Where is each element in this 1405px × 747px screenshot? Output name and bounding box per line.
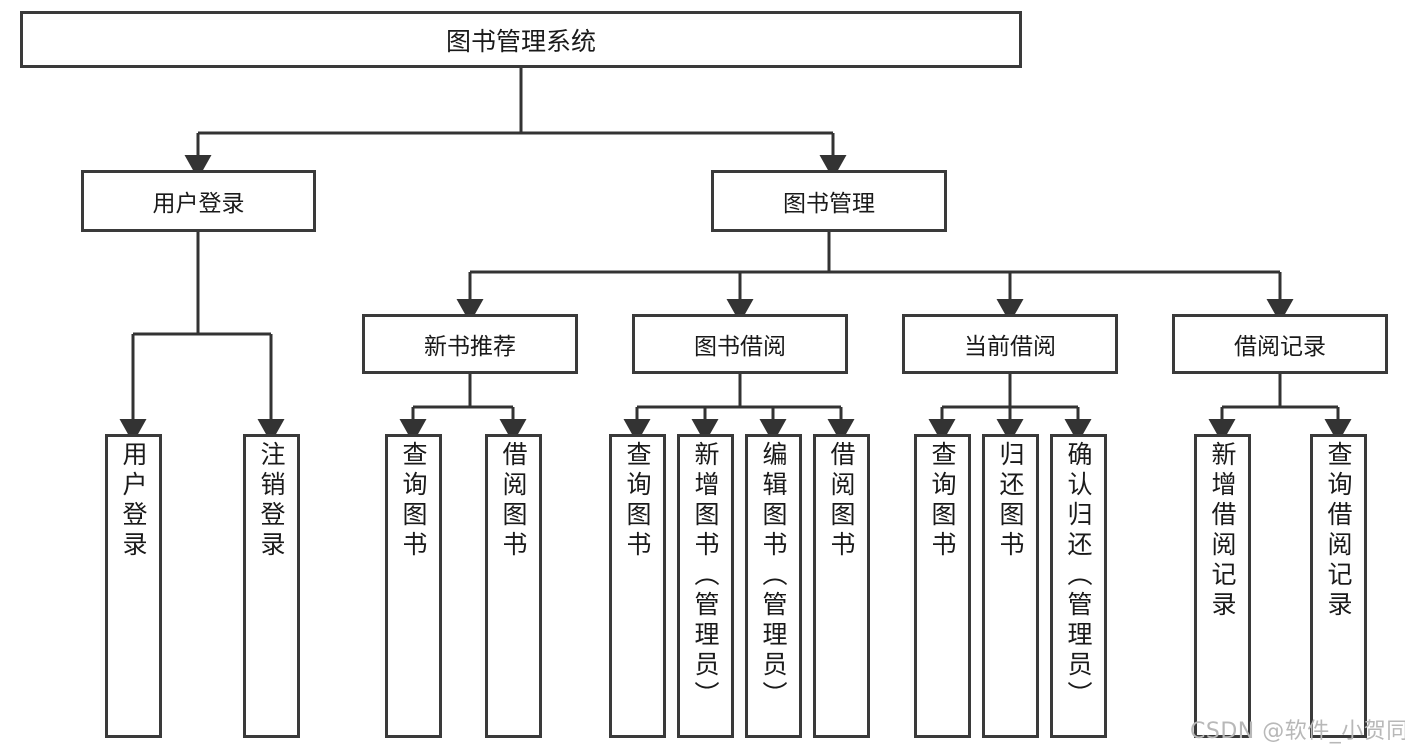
leaf-label: 注销登录 [257, 441, 286, 561]
node-book-borrow-label: 图书借阅 [694, 334, 786, 360]
node-borrow-record-label: 借阅记录 [1234, 334, 1326, 360]
node-user-login[interactable]: 用户登录 [81, 170, 316, 232]
leaf-record-add[interactable]: 新增借阅记录 [1194, 434, 1251, 738]
leaf-label: 确认归还（管理员） [1064, 441, 1093, 711]
leaf-user-login-login[interactable]: 用户登录 [105, 434, 162, 738]
leaf-record-query[interactable]: 查询借阅记录 [1310, 434, 1367, 738]
leaf-borrow-add-book[interactable]: 新增图书（管理员） [677, 434, 734, 738]
leaf-label: 查询图书 [399, 441, 428, 561]
node-root-label: 图书管理系统 [445, 26, 596, 56]
leaf-borrow-query[interactable]: 查询图书 [609, 434, 666, 738]
leaf-current-query[interactable]: 查询图书 [914, 434, 971, 738]
node-book-management-label: 图书管理 [783, 191, 875, 217]
leaf-user-login-logout[interactable]: 注销登录 [243, 434, 300, 738]
leaf-label: 归还图书 [996, 441, 1025, 561]
node-book-management[interactable]: 图书管理 [711, 170, 947, 232]
leaf-label: 查询图书 [928, 441, 957, 561]
leaf-label: 查询图书 [623, 441, 652, 561]
leaf-label: 用户登录 [119, 441, 148, 561]
leaf-new-book-query[interactable]: 查询图书 [385, 434, 442, 738]
leaf-label: 查询借阅记录 [1324, 441, 1353, 621]
node-current-borrow-label: 当前借阅 [964, 334, 1056, 360]
leaf-borrow-edit-book[interactable]: 编辑图书（管理员） [745, 434, 802, 738]
leaf-label: 新增图书（管理员） [691, 441, 720, 711]
node-user-login-label: 用户登录 [152, 191, 245, 217]
leaf-label: 新增借阅记录 [1208, 441, 1237, 621]
node-new-book-recommend-label: 新书推荐 [424, 334, 516, 360]
leaf-label: 借阅图书 [827, 441, 856, 561]
leaf-borrow-borrow-book[interactable]: 借阅图书 [813, 434, 870, 738]
node-book-borrow[interactable]: 图书借阅 [632, 314, 848, 374]
leaf-current-confirm-return[interactable]: 确认归还（管理员） [1050, 434, 1107, 738]
watermark: CSDN @软件_小贺同学 [1190, 719, 1405, 744]
leaf-new-book-borrow[interactable]: 借阅图书 [485, 434, 542, 738]
leaf-label: 编辑图书（管理员） [759, 441, 788, 711]
leaf-label: 借阅图书 [499, 441, 528, 561]
node-new-book-recommend[interactable]: 新书推荐 [362, 314, 578, 374]
node-root[interactable]: 图书管理系统 [20, 11, 1022, 68]
node-borrow-record[interactable]: 借阅记录 [1172, 314, 1388, 374]
leaf-current-return[interactable]: 归还图书 [982, 434, 1039, 738]
node-current-borrow[interactable]: 当前借阅 [902, 314, 1118, 374]
